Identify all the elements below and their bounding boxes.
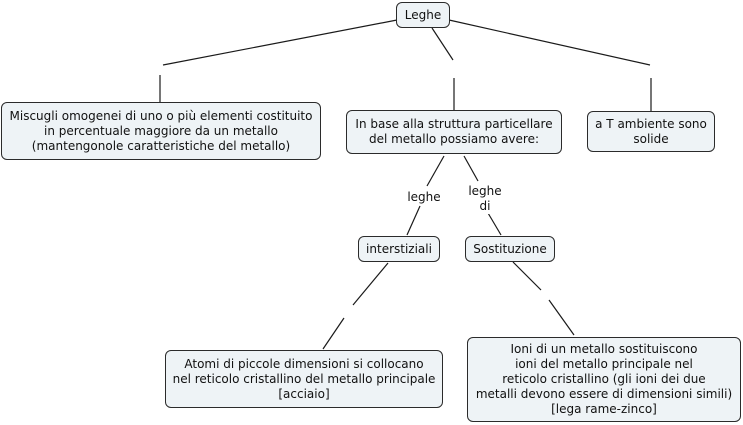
link-label-leghe: leghe [405,190,443,205]
node-substitution-description[interactable]: Ioni di un metallo sostituiscono ioni de… [467,337,741,422]
connector-interstitial-to-desc-a [352,262,389,306]
node-state[interactable]: a T ambiente sono solide [587,111,715,152]
node-substitution[interactable]: Sostituzione [465,236,555,262]
connector-interstitial-to-desc-b [322,317,345,350]
connector-substitution-to-desc-b [548,299,575,336]
node-interstitial-description[interactable]: Atomi di piccole dimensioni si collocano… [165,350,443,408]
connector-leghe-di-to-substitution [487,212,502,236]
node-definition[interactable]: Miscugli omogenei di uno o più elementi … [1,102,321,160]
connector-root-to-definition [162,19,398,66]
connector-root-to-state [448,19,651,66]
connector-structure-to-leghe [426,155,445,187]
connector-root-to-structure-a [431,27,454,61]
connector-structure-to-leghe-di [463,155,479,182]
node-interstitial[interactable]: interstiziali [358,236,440,262]
link-label-leghe-di: leghe di [465,184,505,214]
node-leghe[interactable]: Leghe [396,2,450,28]
connector-leghe-to-interstitial [406,205,421,236]
node-structure[interactable]: In base alla struttura particellare del … [346,110,562,154]
connector-substitution-to-desc-a [512,261,542,291]
